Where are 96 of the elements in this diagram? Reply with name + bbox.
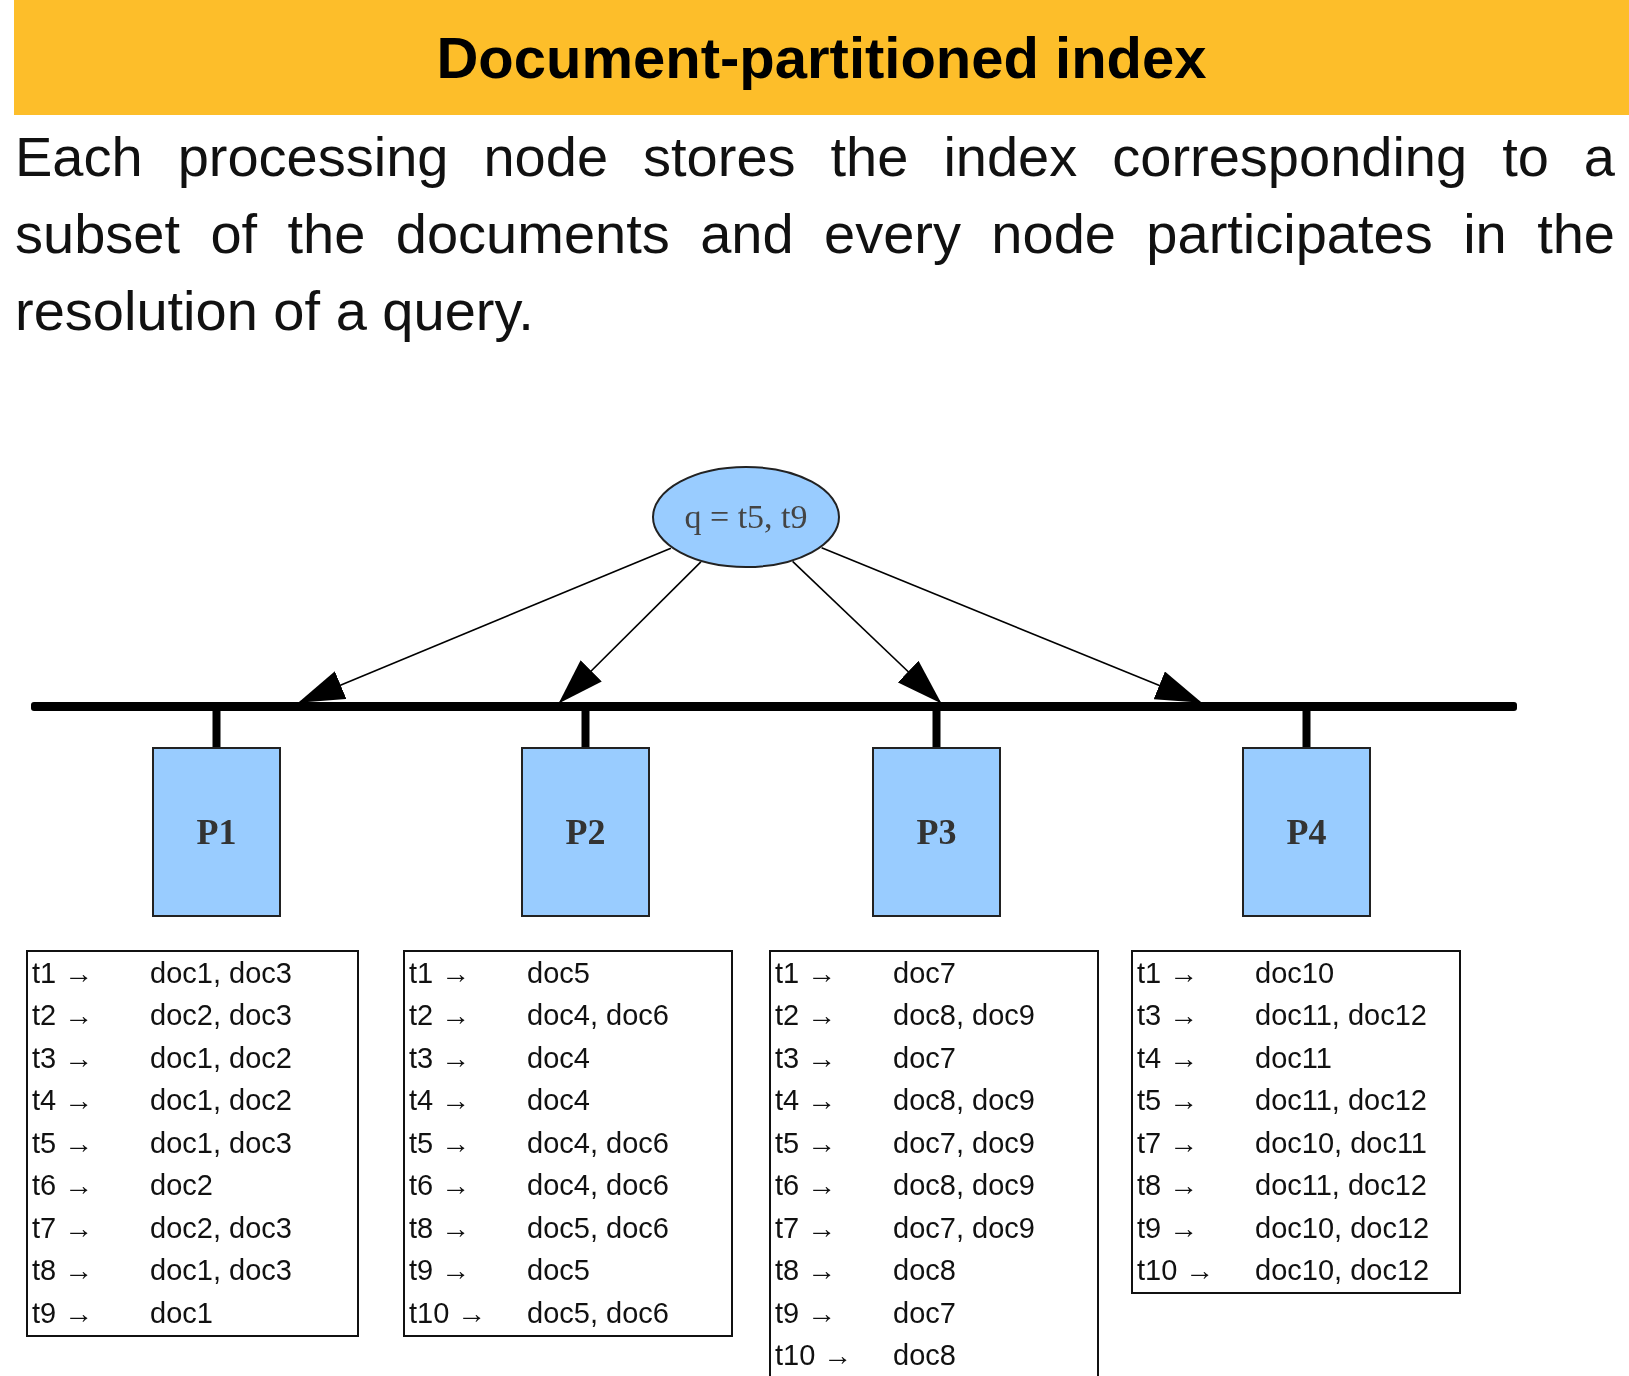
term-cell: t10 → (409, 1296, 487, 1330)
posting-list-cell: doc11, doc12 (1255, 1169, 1427, 1203)
posting-list-cell: doc4, doc6 (527, 999, 669, 1033)
term-cell: t8 → (1137, 1169, 1199, 1203)
connector-line (1302, 711, 1311, 747)
processor-label: P2 (565, 811, 606, 853)
posting-list-cell: doc2, doc3 (150, 1211, 292, 1245)
posting-list-cell: doc1, doc2 (150, 1084, 292, 1118)
posting-list-cell: doc1, doc2 (150, 1041, 292, 1075)
posting-list-cell: doc1, doc3 (150, 956, 292, 990)
posting-list-cell: doc10, doc11 (1255, 1126, 1427, 1160)
term-cell: t6 → (409, 1169, 471, 1203)
processor-box (872, 747, 1001, 917)
term-cell: t5 → (409, 1126, 471, 1160)
posting-list-cell: doc1, doc3 (150, 1126, 292, 1160)
posting-list-cell: doc1, doc3 (150, 1254, 292, 1288)
term-cell: t1 → (775, 956, 837, 990)
processor-label: P1 (196, 811, 237, 853)
term-cell: t4 → (775, 1084, 837, 1118)
term-cell: t2 → (409, 999, 471, 1033)
term-cell: t5 → (1137, 1084, 1199, 1118)
posting-list-cell: doc7, doc9 (893, 1211, 1035, 1245)
query-ellipse (652, 466, 840, 568)
term-cell: t2 → (775, 999, 837, 1033)
arrow (791, 560, 942, 704)
posting-list-cell: doc2 (150, 1169, 213, 1203)
term-cell: t4 → (1137, 1041, 1199, 1075)
posting-list-cell: doc5, doc6 (527, 1296, 669, 1330)
arrow (820, 547, 1202, 703)
index-table (403, 950, 733, 1337)
processor-box (1242, 747, 1371, 917)
connector-line (932, 711, 941, 747)
arrow (298, 547, 672, 703)
term-cell: t7 → (32, 1211, 94, 1245)
posting-list-cell: doc11, doc12 (1255, 999, 1427, 1033)
posting-list-cell: doc11, doc12 (1255, 1084, 1427, 1118)
posting-list-cell: doc10, doc12 (1255, 1211, 1430, 1245)
term-cell: t6 → (775, 1169, 837, 1203)
posting-list-cell: doc10 (1255, 956, 1334, 990)
processor-label: P4 (1286, 811, 1327, 853)
term-cell: t9 → (775, 1296, 837, 1330)
posting-list-cell: doc7 (893, 956, 956, 990)
posting-list-cell: doc8 (893, 1254, 956, 1288)
posting-list-cell: doc1 (150, 1296, 213, 1330)
term-cell: t7 → (1137, 1126, 1199, 1160)
index-table (769, 950, 1099, 1376)
posting-list-cell: doc5 (527, 956, 590, 990)
term-cell: t6 → (32, 1169, 94, 1203)
processor-label: P3 (916, 811, 957, 853)
title-banner: Document-partitioned index (14, 0, 1629, 115)
posting-list-cell: doc8 (893, 1339, 956, 1373)
term-cell: t9 → (32, 1296, 94, 1330)
posting-list-cell: doc10, doc12 (1255, 1254, 1430, 1288)
term-cell: t1 → (409, 956, 471, 990)
term-cell: t4 → (409, 1084, 471, 1118)
posting-list-cell: doc4, doc6 (527, 1126, 669, 1160)
description-paragraph: Each processing node stores the index corresponding to a subset of the documents and every node participates in the resolution of a query. (15, 124, 1615, 344)
posting-list-cell: doc8, doc9 (893, 1084, 1035, 1118)
posting-list-cell: doc4, doc6 (527, 1169, 669, 1203)
index-table (26, 950, 359, 1337)
posting-list-cell: doc4 (527, 1084, 590, 1118)
posting-list-cell: doc5, doc6 (527, 1211, 669, 1245)
term-cell: t9 → (409, 1254, 471, 1288)
posting-list-cell: doc11 (1255, 1041, 1332, 1075)
processor-box (521, 747, 650, 917)
term-cell: t10 → (1137, 1254, 1215, 1288)
term-cell: t3 → (409, 1041, 471, 1075)
term-cell: t1 → (1137, 956, 1199, 990)
index-table (1131, 950, 1461, 1294)
posting-list-cell: doc7, doc9 (893, 1126, 1035, 1160)
posting-list-cell: doc7 (893, 1296, 956, 1330)
posting-list-cell: doc5 (527, 1254, 590, 1288)
query-text: q = t5, t9 (684, 498, 808, 536)
term-cell: t8 → (775, 1254, 837, 1288)
term-cell: t9 → (1137, 1211, 1199, 1245)
term-cell: t8 → (409, 1211, 471, 1245)
posting-list-cell: doc7 (893, 1041, 956, 1075)
term-cell: t10 → (775, 1339, 853, 1373)
term-cell: t5 → (32, 1126, 94, 1160)
term-cell: t2 → (32, 999, 94, 1033)
term-cell: t8 → (32, 1254, 94, 1288)
connector-line (581, 711, 590, 747)
term-cell: t4 → (32, 1084, 94, 1118)
term-cell: t5 → (775, 1126, 837, 1160)
term-cell: t3 → (32, 1041, 94, 1075)
posting-list-cell: doc4 (527, 1041, 590, 1075)
term-cell: t1 → (32, 956, 94, 990)
connector-line (212, 711, 221, 747)
processor-box (152, 747, 281, 917)
term-cell: t3 → (775, 1041, 837, 1075)
posting-list-cell: doc8, doc9 (893, 999, 1035, 1033)
arrow (558, 561, 702, 704)
term-cell: t3 → (1137, 999, 1199, 1033)
posting-list-cell: doc8, doc9 (893, 1169, 1035, 1203)
term-cell: t7 → (775, 1211, 837, 1245)
posting-list-cell: doc2, doc3 (150, 999, 292, 1033)
